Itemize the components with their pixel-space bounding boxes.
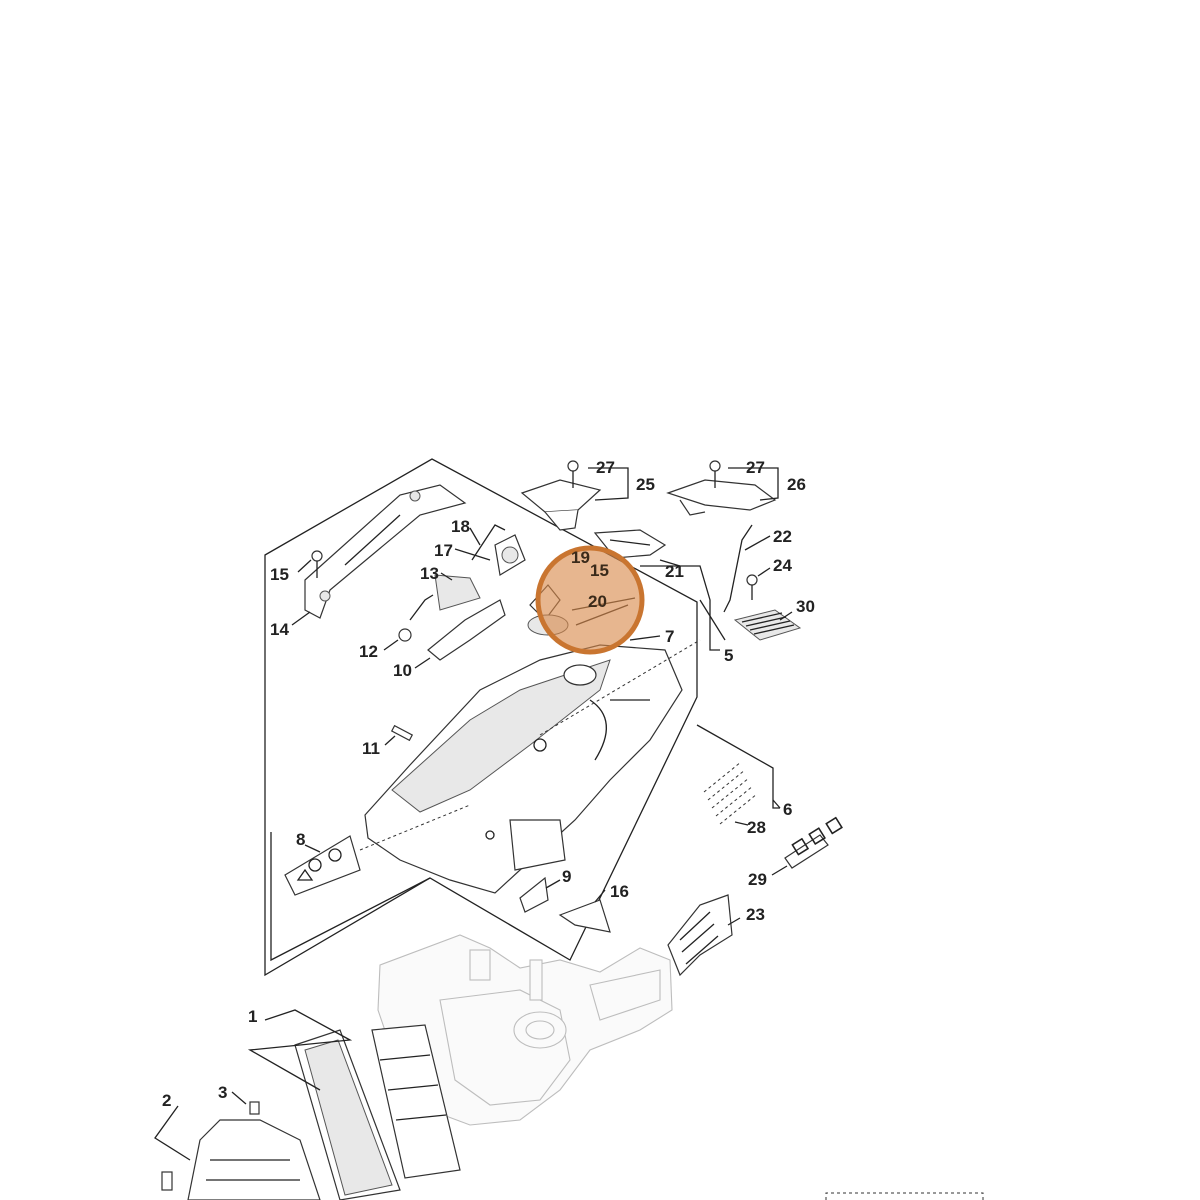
callout-8: 8: [296, 830, 305, 849]
cap-26: [666, 460, 777, 516]
callout-13: 13: [420, 564, 439, 583]
dashed-box: [825, 1192, 984, 1200]
bracket-6: [696, 724, 780, 809]
grid-30: [733, 609, 802, 641]
leader-17: [454, 548, 491, 561]
leader-28: [734, 821, 749, 826]
callout-3: 3: [218, 1083, 227, 1102]
callout-12: 12: [359, 642, 378, 661]
alignment-dash-1: [539, 639, 701, 736]
callout-6: 6: [783, 800, 792, 819]
leader-16: [594, 889, 606, 903]
leader-26: [728, 467, 779, 501]
callout-10: 10: [393, 661, 412, 680]
cover-23: [667, 894, 733, 977]
alignment-dash-2: [359, 804, 471, 851]
leader-3: [231, 1091, 247, 1105]
leader-10: [414, 657, 431, 669]
leader-15: [297, 559, 312, 573]
svg-text:☐ ☐ ☐: ☐ ☐ ☐: [789, 814, 846, 859]
leader-21: [659, 559, 681, 567]
callout-9: 9: [562, 867, 571, 886]
cap-25: [520, 460, 602, 531]
part-17-18: [471, 524, 526, 576]
leader-23: [727, 917, 741, 926]
callout-27-left: 27: [596, 458, 615, 477]
leader-30: [779, 611, 793, 621]
assembly-frame: [264, 458, 698, 977]
leader-13: [440, 572, 453, 581]
decal-9: [519, 876, 549, 913]
callout-24: 24: [773, 556, 792, 575]
callout-21: 21: [665, 562, 684, 581]
callout-22: 22: [773, 527, 792, 546]
leader-18: [469, 527, 481, 546]
screw-24: [746, 574, 758, 600]
part-16: [558, 899, 611, 933]
mesh-28: [703, 761, 758, 825]
callout-15-highlight: 15: [590, 561, 609, 580]
leader-29: [771, 865, 788, 876]
rod-22: [723, 524, 753, 613]
leader-14: [291, 611, 311, 626]
callout-19: 19: [571, 548, 590, 567]
callout-1: 1: [248, 1007, 257, 1026]
leader-6: [772, 799, 781, 809]
leader-9: [545, 879, 561, 889]
callout-18: 18: [451, 517, 470, 536]
callout-25: 25: [636, 475, 655, 494]
trigger-assembly: [390, 574, 506, 742]
leader-25: [588, 467, 629, 501]
leader-12: [383, 639, 399, 651]
leader-5: [699, 599, 726, 641]
callout-27-right: 27: [746, 458, 765, 477]
callout-5: 5: [724, 646, 733, 665]
leader-2: [154, 1105, 191, 1161]
callout-11: 11: [362, 739, 380, 758]
tank-housing: [364, 644, 683, 894]
callout-16: 16: [610, 882, 629, 901]
callout-20: 20: [588, 592, 607, 611]
filter-cover: [161, 1101, 321, 1200]
assembly-frame-inner: [270, 832, 431, 962]
leader-22: [744, 535, 771, 551]
callout-2: 2: [162, 1091, 171, 1110]
label-29: ☐ ☐ ☐: [784, 814, 846, 869]
callout-28: 28: [747, 818, 766, 837]
leader-7: [629, 635, 661, 641]
callout-14: 14: [270, 620, 289, 639]
callout-26: 26: [787, 475, 806, 494]
callout-17: 17: [434, 541, 453, 560]
decal-8: [284, 835, 361, 896]
highlight-circle: [535, 545, 645, 655]
leader-24: [757, 567, 771, 577]
leader-8: [304, 844, 321, 853]
callout-15-left: 15: [270, 565, 289, 584]
air-filter: [294, 1024, 461, 1200]
callout-23: 23: [746, 905, 765, 924]
callout-29: 29: [748, 870, 767, 889]
callout-7: 7: [665, 627, 674, 646]
leader-11: [384, 735, 396, 746]
screw-15-left: [311, 550, 323, 578]
leader-1: [247, 1009, 353, 1091]
callout-30: 30: [796, 597, 815, 616]
